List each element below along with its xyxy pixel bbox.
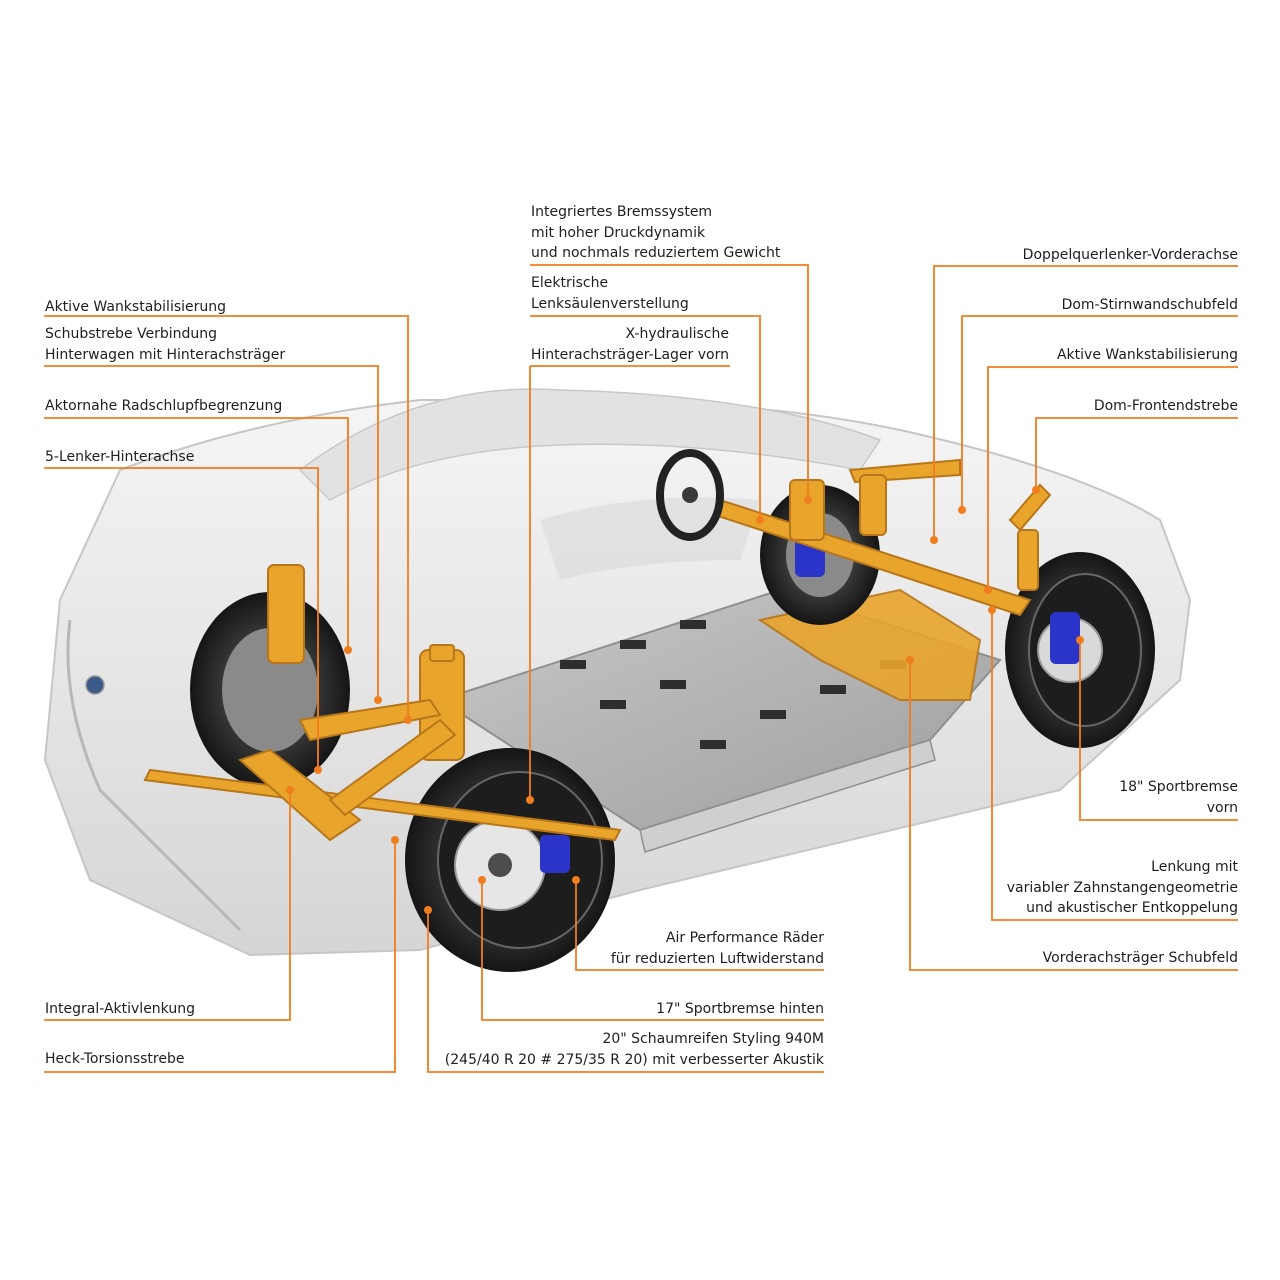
label-heck-torsion: Heck-Torsionsstrebe — [45, 1051, 185, 1067]
label-fuenf-lenker: 5-Lenker-Hinterachse — [45, 449, 195, 465]
leader-line-schubstrebe — [44, 365, 379, 700]
leader-lines — [44, 264, 1238, 1073]
label-schaumreifen: 20" Schaumreifen Styling 940M (245/40 R … — [444, 1031, 824, 1068]
leader-line-dom-stirnwand — [961, 315, 1238, 510]
label-sportbremse-hinten: 17" Sportbremse hinten — [656, 1001, 824, 1017]
label-vorderachstraeger: Vorderachsträger Schubfeld — [1042, 950, 1238, 966]
label-radschlupf: Aktornahe Radschlupfbegrenzung — [45, 398, 283, 414]
label-dom-front: Dom-Frontendstrebe — [1093, 398, 1238, 414]
leader-line-sportbremse-vorn — [1079, 640, 1238, 821]
leader-line-wank-vorn — [987, 366, 1238, 590]
label-wank-hinten: Aktive Wankstabilisierung — [45, 299, 227, 315]
leader-dots — [286, 486, 1084, 914]
leader-line-bremssystem — [530, 264, 809, 500]
label-air-performance: Air Performance Räder für reduzierten Lu… — [610, 930, 824, 967]
label-schubstrebe: Schubstrebe Verbindung Hinterwagen mit H… — [45, 326, 286, 363]
label-lenksaeule: Elektrische Lenksäulenverstellung — [531, 275, 689, 312]
label-integral: Integral-Aktivlenkung — [45, 1001, 195, 1017]
leader-line-lenkung — [991, 610, 1238, 921]
leader-line-sportbremse-hinten — [481, 880, 824, 1021]
leader-line-lenksaeule — [530, 315, 761, 520]
leader-line-radschlupf — [44, 417, 349, 650]
label-bremssystem: Integriertes Bremssystem mit hoher Druck… — [531, 204, 781, 261]
leader-line-fuenf-lenker — [44, 467, 319, 770]
leader-line-air-performance — [575, 880, 824, 971]
leader-line-wank-hinten — [44, 315, 409, 720]
label-lenkung: Lenkung mit variabler Zahnstangengeometr… — [1006, 859, 1238, 916]
leader-line-vorderachstraeger — [909, 660, 1238, 971]
label-x-hydraulisch: X-hydraulische Hinterachsträger-Lager vo… — [530, 326, 729, 363]
leader-line-doppelquerlenker — [933, 265, 1238, 540]
leader-line-dom-front — [1035, 417, 1238, 490]
label-sportbremse-vorn: 18" Sportbremse vorn — [1119, 779, 1238, 816]
leader-line-integral — [44, 790, 291, 1021]
suspension-components — [143, 458, 1052, 842]
label-wank-vorn: Aktive Wankstabilisierung — [1056, 347, 1238, 363]
label-doppelquerlenker: Doppelquerlenker-Vorderachse — [1022, 247, 1238, 263]
rear-right-wheel — [405, 748, 615, 972]
label-dom-stirnwand: Dom-Stirnwandschubfeld — [1061, 297, 1238, 313]
leader-line-schaumreifen — [427, 910, 824, 1073]
leader-line-heck-torsion — [44, 840, 396, 1073]
steering-wheel — [656, 449, 724, 541]
